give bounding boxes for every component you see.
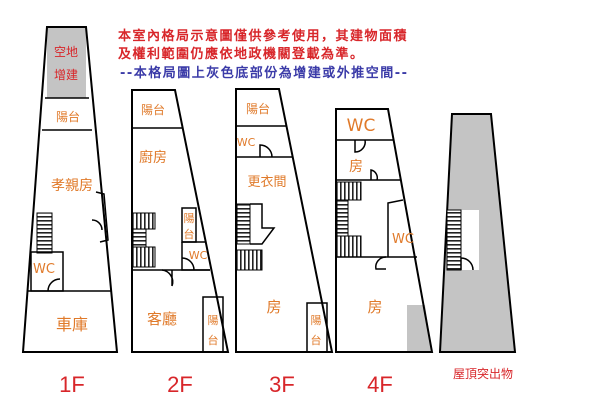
svg-text:陽: 陽 xyxy=(184,212,195,225)
floor-1f: 空地 增建 陽台 孝親房 WC 車庫 1F xyxy=(21,26,119,397)
svg-text:孝親房: 孝親房 xyxy=(51,178,93,194)
svg-text:陽台: 陽台 xyxy=(56,109,80,124)
floor-3f: 陽台 WC 更衣間 房 陽 台 3F xyxy=(235,88,334,397)
floor-label-roof: 屋頂突出物 xyxy=(453,366,513,381)
svg-text:台: 台 xyxy=(311,333,322,347)
svg-text:陽台: 陽台 xyxy=(141,102,165,117)
svg-text:WC: WC xyxy=(33,262,55,277)
svg-text:增建: 增建 xyxy=(54,68,78,82)
floor-4f: WC 房 WC 房 4F xyxy=(335,108,434,397)
svg-text:WC: WC xyxy=(237,136,256,149)
floor-label-3f: 3F xyxy=(269,372,295,397)
svg-text:更衣間: 更衣間 xyxy=(247,174,286,190)
svg-text:房: 房 xyxy=(367,298,382,316)
svg-text:房: 房 xyxy=(349,159,363,175)
svg-text:台: 台 xyxy=(184,227,195,241)
floor-label-4f: 4F xyxy=(367,372,393,397)
disclaimer-line-1: 本室內格局示意圖僅供參考使用，其建物面積 xyxy=(118,29,409,44)
staircase xyxy=(36,212,53,254)
disclaimer-line-2: 及權利範圍仍應依地政機關登載為準。 xyxy=(118,47,365,62)
svg-text:WC: WC xyxy=(347,116,376,136)
svg-text:陽台: 陽台 xyxy=(246,101,270,116)
svg-text:WC: WC xyxy=(189,249,208,262)
floor-2f: 陽台 廚房 陽 台 WC 客廳 陽 台 2F xyxy=(131,89,230,397)
svg-text:陽: 陽 xyxy=(208,314,219,327)
svg-text:客廳: 客廳 xyxy=(147,310,177,328)
floor-roof: 屋頂突出物 xyxy=(438,113,517,381)
svg-text:房: 房 xyxy=(266,298,281,316)
floor-label-1f: 1F xyxy=(59,372,85,397)
gray-area-note: --本格局圖上灰色底部份為增建或外推空間-- xyxy=(120,66,409,81)
svg-text:台: 台 xyxy=(208,333,219,347)
room-label: 空地 增建 陽台 孝親房 WC 車庫 xyxy=(33,45,93,334)
svg-text:廚房: 廚房 xyxy=(139,149,167,166)
svg-text:空地: 空地 xyxy=(54,45,78,59)
svg-text:陽: 陽 xyxy=(311,314,322,327)
svg-text:車庫: 車庫 xyxy=(56,315,88,334)
svg-text:WC: WC xyxy=(392,232,414,247)
gray-extension-area xyxy=(47,27,86,98)
floor-label-2f: 2F xyxy=(167,372,193,397)
